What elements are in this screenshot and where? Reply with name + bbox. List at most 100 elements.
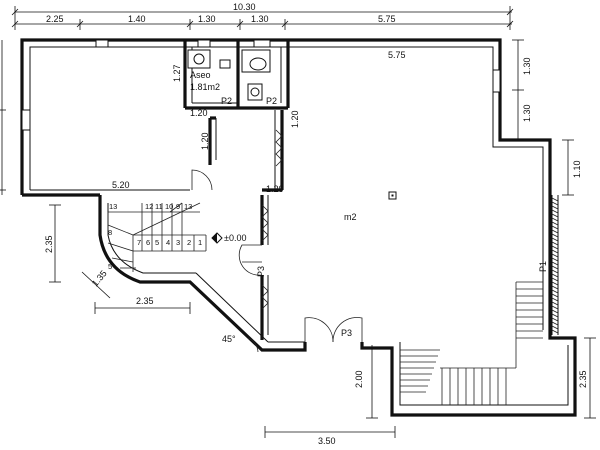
window-hatch: [551, 301, 559, 306]
window-hatch: [551, 293, 559, 298]
dim-aseo-h: 1.27: [172, 64, 182, 82]
window-hatch: [551, 313, 559, 318]
stair-num-upper-2: 11: [155, 202, 163, 211]
window-hatch: [551, 317, 559, 322]
window-hatch: [551, 253, 559, 258]
room-aseo-area: 1.81m2: [190, 82, 220, 92]
stairs: [107, 202, 207, 272]
doors: [191, 169, 363, 343]
window-hatch: [551, 257, 559, 262]
window-hatch: [551, 217, 559, 222]
window-hatch: [551, 285, 559, 290]
door-label-p2-left: P2: [221, 96, 232, 106]
dim-top-seg-3: 1.30: [198, 14, 216, 24]
stair-num-lower-1: 6: [146, 238, 150, 247]
stair-num-upper-0: 13: [109, 202, 117, 211]
window-hatch: [551, 265, 559, 270]
window-hatch: [551, 237, 559, 242]
door-label-p3-vertical: P3: [256, 266, 266, 277]
stair-num-upper-1: 12: [145, 202, 153, 211]
window-hatch: [551, 273, 559, 278]
window-hatch: [551, 245, 559, 250]
dim-top-seg-4: 1.30: [251, 14, 269, 24]
toilet-cistern-icon: [219, 59, 231, 69]
dim-wall-mid: 1.20: [290, 110, 300, 128]
stair-winder: [107, 242, 134, 252]
right-dimension-lines: [512, 39, 596, 419]
wall-hatching: [261, 129, 283, 310]
stair-arrow: [169, 202, 183, 213]
dim-wall-left: 1.20: [200, 132, 210, 150]
dim-right-upper: 1.30: [522, 57, 532, 75]
aseo-fixtures: [187, 49, 271, 101]
dim-right-low: 1.10: [572, 160, 582, 178]
dim-left-stair: 2.35: [44, 235, 54, 253]
left-edge-ticks: [0, 40, 6, 195]
dim-wall-low: 1.20: [266, 184, 284, 194]
window-hatch: [551, 289, 559, 294]
stair-num-left-1: 5: [108, 262, 112, 271]
window-hatch: [551, 329, 559, 334]
dim-top-total: 10.30: [233, 2, 256, 12]
stair-num-left-0: 8: [108, 228, 112, 237]
window-hatch: [551, 261, 559, 266]
dim-stair-bottom: 2.35: [136, 296, 154, 306]
door-label-p3-bottom: P3: [341, 328, 352, 338]
room-aseo-name: Aseo: [190, 70, 211, 80]
dim-bottom-run: 3.50: [318, 436, 336, 446]
stair-num-lower-5: 2: [187, 238, 191, 247]
stair-num-lower-0: 7: [137, 238, 141, 247]
dim-inner-top-right: 5.75: [388, 50, 406, 60]
window-hatch: [551, 249, 559, 254]
dim-top-seg-2: 1.40: [128, 14, 146, 24]
stair-num-upper-3: 10: [165, 202, 173, 211]
stair-num-lower-2: 5: [155, 238, 159, 247]
top-dimension-lines: [11, 6, 514, 30]
stair-num-upper-5: 13: [184, 202, 192, 211]
dim-room-width: 5.20: [112, 180, 130, 190]
level-label: ±0.00: [224, 233, 246, 243]
window-hatch: [551, 201, 559, 206]
window-hatch: [551, 277, 559, 282]
dim-right-mid: 1.30: [522, 104, 532, 122]
window-hatch: [551, 325, 559, 330]
dim-angle: 45°: [222, 334, 236, 344]
dim-stair-diag: 1.35: [90, 268, 109, 288]
level-marker-icon: [211, 232, 223, 244]
left-bottom-dimension-lines: [49, 204, 396, 438]
window-hatch: [551, 309, 559, 314]
stair-num-lower-6: 1: [198, 238, 202, 247]
stair-num-lower-3: 4: [166, 238, 170, 247]
room-main-area: m2: [344, 212, 357, 222]
exterior-stairs: [400, 281, 543, 405]
window-hatch: [551, 205, 559, 210]
window-hatch: [551, 209, 559, 214]
window-hatch: [551, 221, 559, 226]
dim-right-bottom: 2.35: [578, 370, 588, 388]
p1-window-hatch: [551, 197, 559, 334]
window-hatch: [551, 281, 559, 286]
stair-num-upper-4: 9: [176, 202, 180, 211]
window-hatch: [551, 213, 559, 218]
dim-top-seg-5: 5.75: [378, 14, 396, 24]
window-hatch: [551, 197, 559, 202]
top-wall-windows: [21, 39, 501, 131]
door-label-p2-right: P2: [266, 96, 277, 106]
dim-p3-height: 2.00: [354, 370, 364, 388]
window-hatch: [551, 241, 559, 246]
window-hatch: [551, 297, 559, 302]
window-hatch: [551, 269, 559, 274]
dim-top-seg-1: 2.25: [46, 14, 64, 24]
window-hatch: [551, 225, 559, 230]
stair-arrow: [132, 202, 201, 236]
window-hatch: [551, 321, 559, 326]
window-hatch: [551, 233, 559, 238]
window-hatch: [551, 305, 559, 310]
stair-winder: [107, 224, 134, 236]
internal-walls: [183, 40, 290, 340]
dim-aseo-w: 1.20: [190, 108, 208, 118]
stair-num-lower-4: 3: [176, 238, 180, 247]
window-hatch: [551, 229, 559, 234]
